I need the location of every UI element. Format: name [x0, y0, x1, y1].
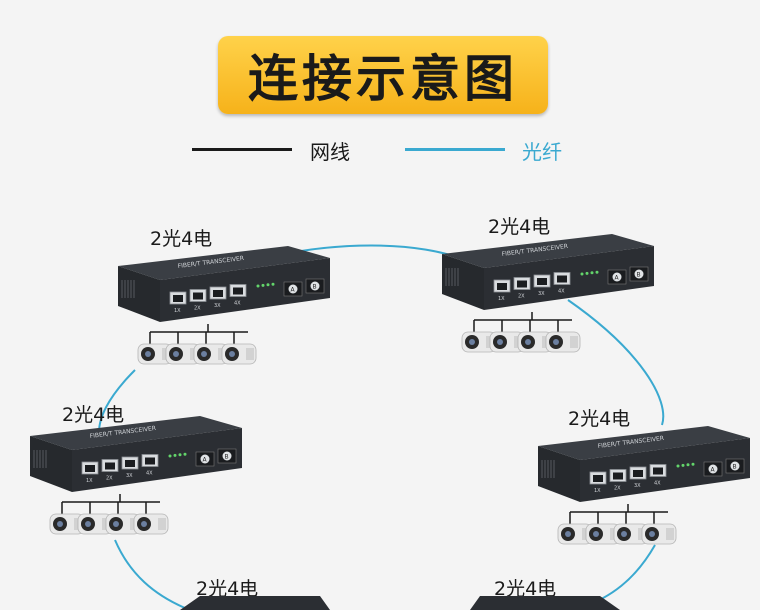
rj45-port-socket — [233, 287, 243, 295]
status-led — [261, 283, 265, 287]
legend-fiber-line — [405, 148, 505, 151]
fiber-port-label: B — [225, 454, 229, 461]
port-label: 1X — [498, 296, 505, 302]
status-led — [686, 463, 690, 467]
port-label: 3X — [538, 291, 545, 297]
fiber-port-label: B — [637, 272, 641, 279]
fiber-port-connector — [708, 464, 718, 474]
fiber-port-label: B — [733, 464, 737, 471]
rj45-port-socket — [145, 457, 155, 465]
legend-cable-line — [192, 148, 292, 151]
unit-label-bottom-right: 2光4电 — [494, 578, 557, 600]
fiber-port-connector — [310, 281, 320, 291]
port-label: 1X — [174, 308, 181, 314]
rj45-port-socket — [497, 283, 507, 290]
rj45-port-socket — [633, 470, 643, 477]
device-partial-bottom-left — [180, 596, 330, 610]
status-led — [681, 463, 685, 467]
status-led — [590, 271, 594, 275]
camera-icon — [49, 513, 85, 535]
status-led — [691, 462, 695, 466]
camera-icon — [133, 513, 169, 535]
port-label: 4X — [146, 471, 153, 477]
status-led — [585, 271, 589, 275]
rj45-port-socket — [173, 295, 183, 302]
unit-label-bottom-left: 2光4电 — [196, 578, 259, 600]
page-title: 连接示意图 — [248, 50, 518, 108]
device-top-face — [30, 416, 242, 450]
port-label: 3X — [634, 483, 641, 489]
rj45-port-socket — [85, 465, 95, 472]
title-banner: 连接示意图 — [218, 36, 548, 114]
status-led — [271, 282, 275, 286]
fiber-port-connector — [222, 451, 232, 461]
status-led — [595, 270, 599, 274]
unit-label-top-right: 2光4电 — [488, 216, 551, 238]
legend-fiber-label: 光纤 — [522, 140, 562, 164]
port-label: 4X — [654, 481, 661, 487]
fiber-port-label: A — [203, 457, 208, 464]
port-label: 2X — [614, 486, 621, 492]
rj45-port-socket — [613, 472, 623, 480]
port-label: 4X — [234, 301, 241, 307]
fiber-port-connector — [612, 272, 622, 282]
status-led — [256, 284, 260, 288]
rj45-port-socket — [213, 290, 223, 297]
device-top-face — [118, 246, 330, 280]
fiber-port-label: B — [313, 284, 317, 291]
status-led — [178, 453, 182, 457]
camera-icon — [193, 343, 229, 365]
legend-cable-label: 网线 — [310, 140, 350, 164]
camera-icon — [545, 331, 581, 353]
device-partial-bottom-right — [470, 596, 620, 610]
port-label: 1X — [86, 478, 93, 484]
fiber-port-label: A — [711, 467, 716, 474]
fiber-port-connector — [730, 461, 740, 471]
rj45-port-socket — [125, 460, 135, 467]
unit-label-mid-right: 2光4电 — [568, 408, 631, 430]
unit-label-mid-left: 2光4电 — [62, 404, 125, 426]
rj45-port-socket — [557, 275, 567, 283]
rj45-port-socket — [537, 278, 547, 285]
port-label: 3X — [214, 303, 221, 309]
rj45-port-socket — [105, 462, 115, 470]
camera-icon — [641, 523, 677, 545]
status-led — [168, 454, 172, 458]
status-led — [676, 464, 680, 468]
fiber-port-connector — [634, 269, 644, 279]
port-label: 4X — [558, 289, 565, 295]
port-label: 2X — [106, 476, 113, 482]
status-led — [266, 283, 270, 287]
fiber-link-bottom-left — [114, 539, 186, 608]
rj45-port-socket — [517, 280, 527, 288]
port-label: 2X — [194, 306, 201, 312]
device-top-face — [442, 234, 654, 268]
fiber-port-connector — [200, 454, 210, 464]
status-led — [183, 452, 187, 456]
port-label: 1X — [594, 488, 601, 494]
device-top-face — [538, 426, 750, 460]
camera-icon — [221, 343, 257, 365]
fiber-link-right — [567, 299, 665, 426]
status-led — [580, 272, 584, 276]
port-label: 3X — [126, 473, 133, 479]
rj45-port-socket — [653, 467, 663, 475]
fiber-port-label: A — [615, 275, 620, 282]
status-led — [173, 453, 177, 457]
unit-label-top-left: 2光4电 — [150, 228, 213, 250]
rj45-port-socket — [193, 292, 203, 300]
port-label: 2X — [518, 294, 525, 300]
fiber-port-label: A — [291, 287, 296, 294]
rj45-port-socket — [593, 475, 603, 482]
fiber-port-connector — [288, 284, 298, 294]
